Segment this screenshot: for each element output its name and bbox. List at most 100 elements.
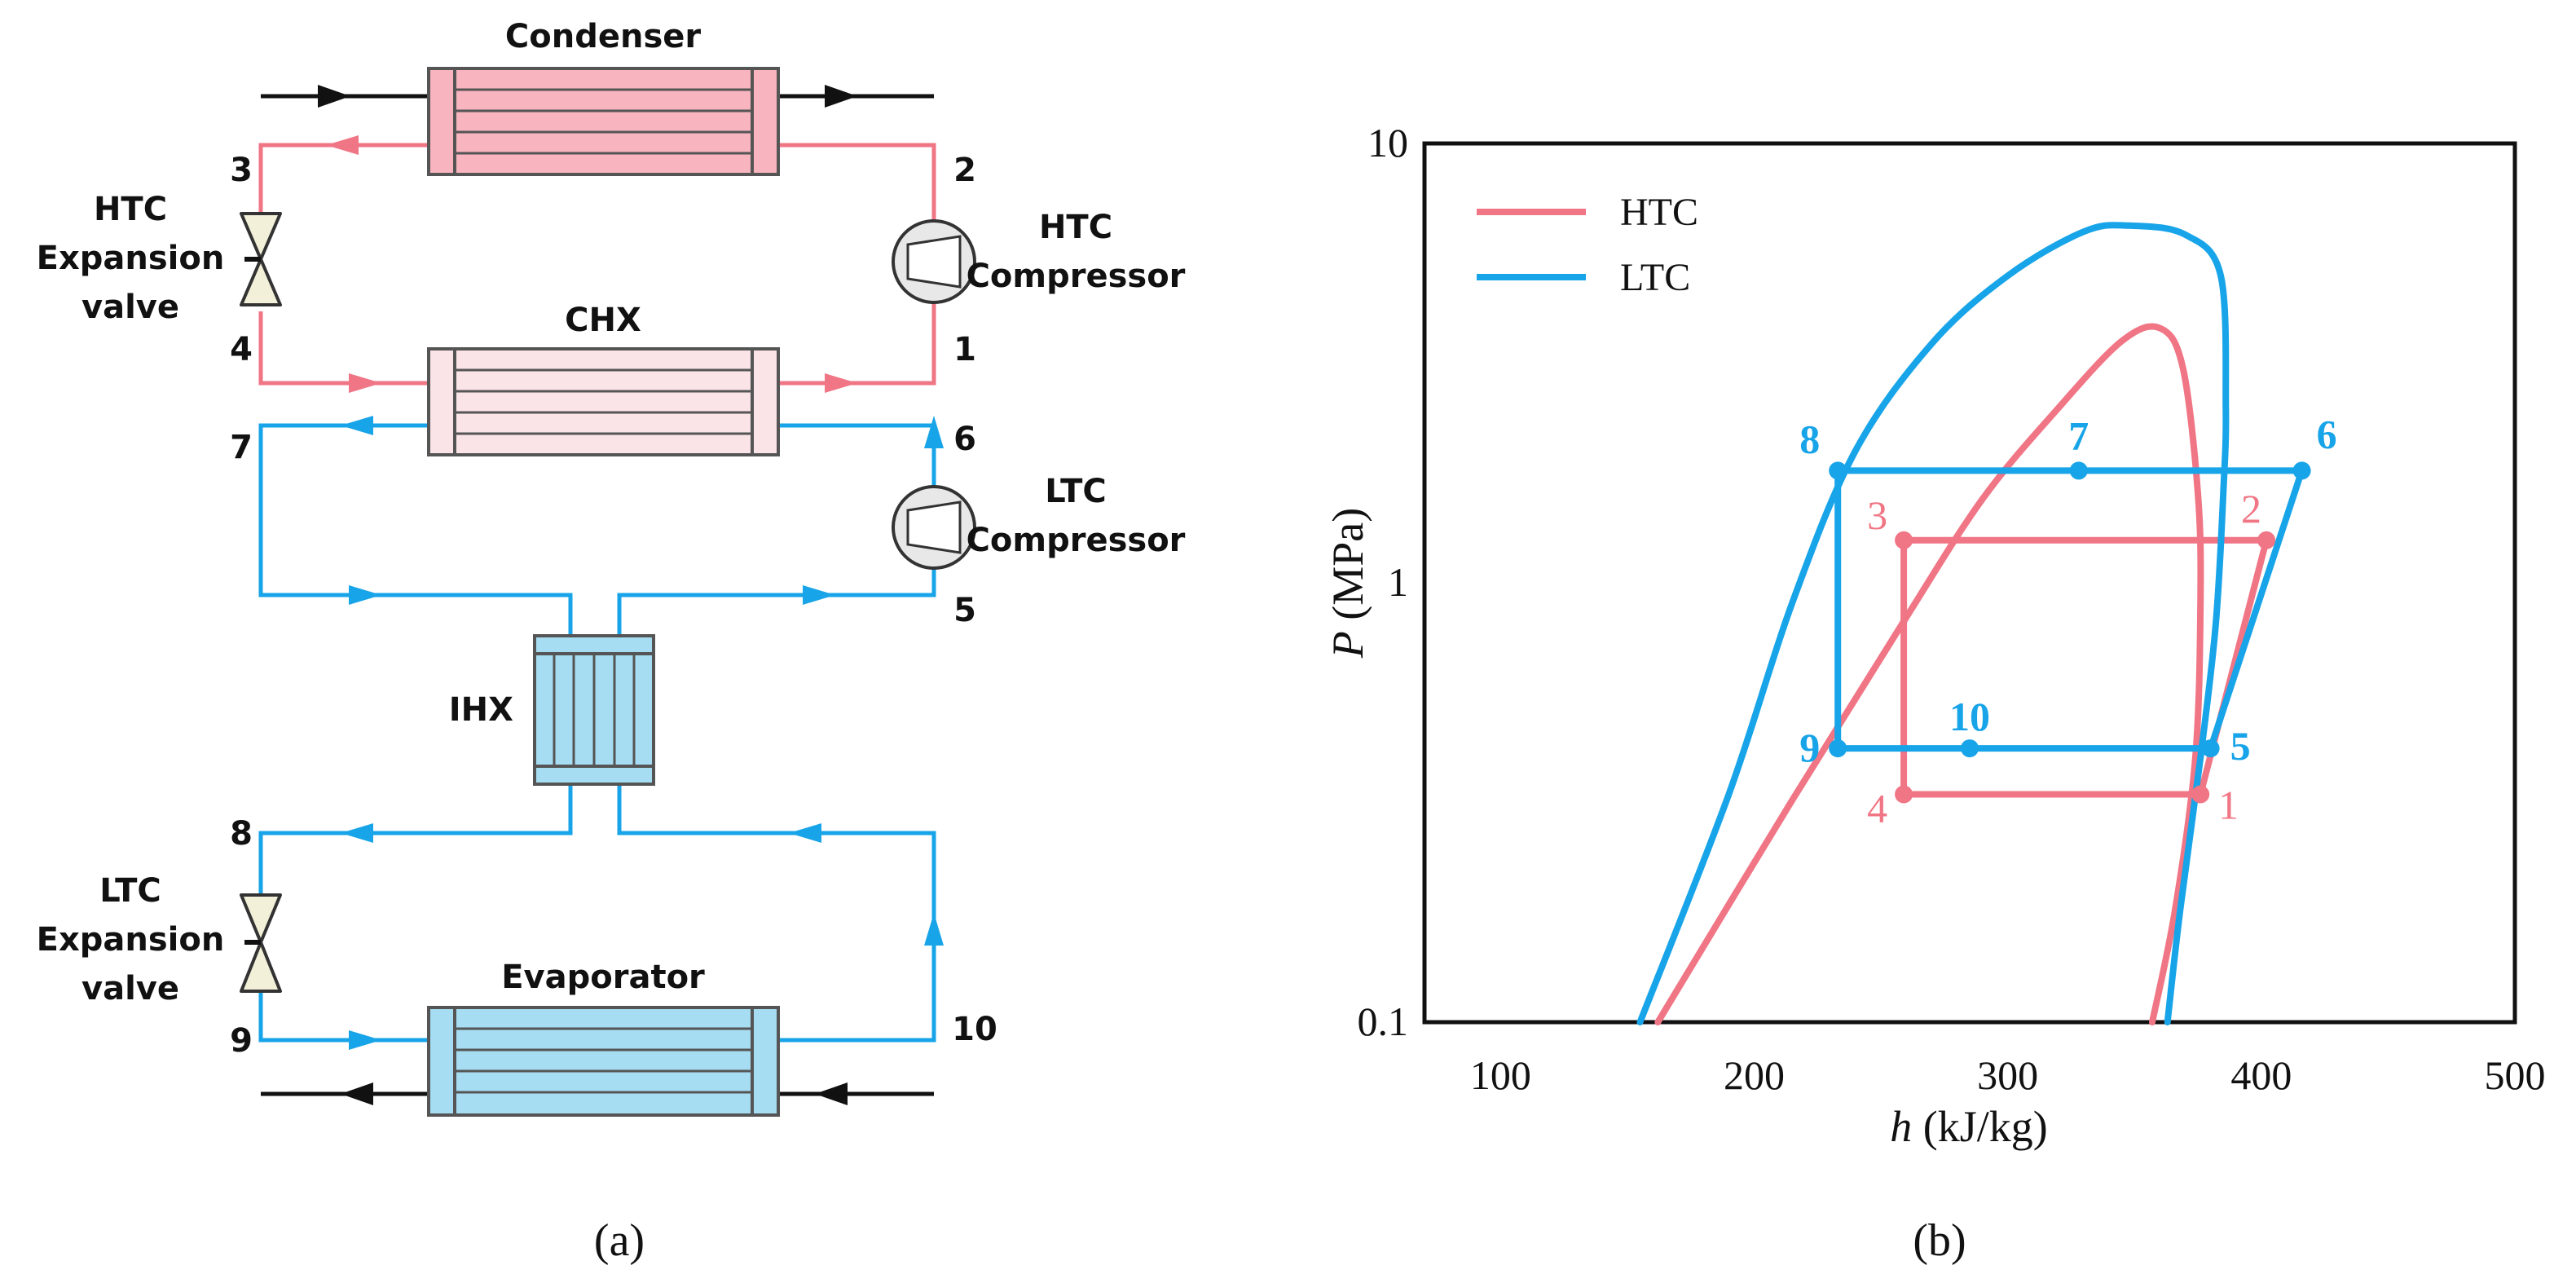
ltc-expansion-valve: LTC Expansion valve [37, 872, 282, 1007]
ltc-arrow-left-7 [341, 416, 373, 435]
htc-arrow-right-4 [349, 373, 381, 393]
ltc-valve-label-line2: Expansion [37, 921, 225, 959]
ltc-state-point-8 [1829, 461, 1847, 480]
htc-state-label-1: 1 [2218, 783, 2239, 828]
condenser-outlet-arrow [825, 85, 857, 108]
ltc-state-point-5 [2201, 739, 2220, 758]
condenser: Condenser [427, 18, 780, 176]
ltc-arrow-right-5 [803, 585, 835, 605]
evaporator-outlet-arrow [341, 1082, 373, 1105]
ltc-compressor: LTC Compressor [892, 473, 1186, 570]
state-label-6: 6 [953, 421, 976, 458]
ltc-state-point-7 [2069, 461, 2088, 480]
htc-valve-label-line3: valve [81, 289, 179, 326]
ltc-arrow-up-10 [924, 913, 944, 946]
htc-arrow-left [326, 135, 359, 155]
htc-expansion-valve: HTC Expansion valve [37, 191, 282, 326]
state-label-5: 5 [953, 592, 976, 629]
ihx: IHX [449, 634, 655, 786]
pipe-condenser-to-valve [258, 143, 429, 212]
state-label-1: 1 [953, 331, 976, 368]
chart-frame [1422, 141, 2517, 1025]
ltc-arrow-right-9 [349, 1030, 381, 1050]
y-tick-label: 1 [1388, 559, 1408, 605]
htc-compressor-label-line1: HTC [1039, 209, 1112, 246]
y-tick-label: 0.1 [1358, 999, 1409, 1044]
external-flows [261, 85, 934, 1105]
ltc-arrow-left-8 [341, 823, 373, 843]
condenser-label: Condenser [505, 18, 701, 55]
caption-b: (b) [1913, 1215, 1966, 1266]
state-label-9: 9 [230, 1022, 253, 1060]
state-label-8: 8 [230, 815, 253, 853]
htc-state-label-3: 3 [1867, 492, 1887, 538]
chx-body [427, 347, 780, 456]
ltc-state-label-10: 10 [1949, 694, 1990, 739]
x-tick-label: 500 [2485, 1052, 2546, 1098]
htc-state-label-4: 4 [1867, 786, 1887, 831]
schematic-panel: Condenser CHX [37, 18, 1186, 1266]
chart-legend: HTC LTC [1477, 191, 1698, 299]
evaporator-inlet-arrow [815, 1082, 848, 1105]
ltc-state-label-9: 9 [1799, 725, 1820, 770]
evaporator: Evaporator [427, 959, 780, 1117]
htc-compressor: HTC Compressor [892, 209, 1186, 304]
y-axis-label: P (MPa) [1323, 508, 1372, 659]
htc-state-point-1 [2191, 785, 2210, 804]
htc-state-point-4 [1895, 785, 1913, 804]
htc-state-point-3 [1895, 531, 1913, 549]
htc-state-point-2 [2257, 531, 2276, 549]
htc-flow-arrows [326, 135, 857, 393]
x-tick-label: 100 [1470, 1052, 1531, 1098]
htc-saturation-dome [1654, 323, 2204, 1025]
ltc-state-label-5: 5 [2230, 723, 2251, 769]
y-tick-label: 10 [1367, 120, 1408, 165]
pipe-chx-to-htc-compressor [778, 302, 936, 386]
pipe-ltc-compressor-to-chx [778, 423, 936, 486]
htc-valve-label-line2: Expansion [37, 240, 225, 277]
ltc-state-point-10 [1961, 739, 1979, 758]
ltc-saturation-dome [1636, 222, 2230, 1025]
chx: CHX [427, 302, 780, 456]
ltc-state-point-6 [2292, 461, 2311, 480]
pipe-chx-to-ihx [258, 423, 573, 636]
legend-label-htc: HTC [1620, 191, 1698, 234]
state-label-2: 2 [953, 152, 976, 189]
x-tick-label: 400 [2230, 1052, 2292, 1098]
ltc-loop-pipes [258, 423, 936, 1043]
evaporator-label: Evaporator [501, 959, 705, 996]
ltc-flow-arrows [341, 416, 944, 1050]
ltc-compressor-label-line1: LTC [1045, 473, 1107, 510]
htc-compressor-label-line2: Compressor [967, 258, 1186, 295]
evaporator-body [427, 1006, 780, 1117]
ltc-arrow-left-ihx [789, 823, 821, 843]
state-label-3: 3 [230, 152, 253, 189]
pipe-ihx-to-ltc-compressor [617, 569, 936, 636]
ltc-valve-label-line3: valve [81, 970, 179, 1007]
state-label-10: 10 [952, 1011, 997, 1048]
ltc-arrow-right-mid [349, 585, 381, 605]
condenser-inlet-arrow [318, 85, 350, 108]
ltc-arrow-up-6 [924, 416, 944, 448]
ltc-state-label-6: 6 [2317, 411, 2337, 456]
htc-arrow-right-1 [825, 373, 857, 393]
ltc-compressor-label-line2: Compressor [967, 522, 1186, 559]
pipe-valve-to-chx [258, 311, 429, 386]
pipe-evaporator-to-ihx [617, 784, 936, 1043]
state-label-7: 7 [230, 429, 253, 466]
pipe-htc-compressor-to-condenser [778, 143, 936, 222]
pipe-ltc-valve-to-evaporator [258, 993, 429, 1043]
chx-label: CHX [565, 302, 641, 339]
ltc-state-point-9 [1829, 739, 1847, 758]
ltc-state-label-8: 8 [1799, 416, 1820, 461]
htc-valve-label-line1: HTC [94, 191, 167, 228]
caption-a: (a) [594, 1215, 645, 1266]
condenser-body [427, 67, 780, 176]
x-tick-label: 200 [1724, 1052, 1785, 1098]
schematic-state-labels: 3 4 7 2 1 6 5 8 9 10 [230, 152, 997, 1060]
ihx-label: IHX [449, 691, 513, 729]
ltc-state-label-7: 7 [2068, 412, 2089, 458]
